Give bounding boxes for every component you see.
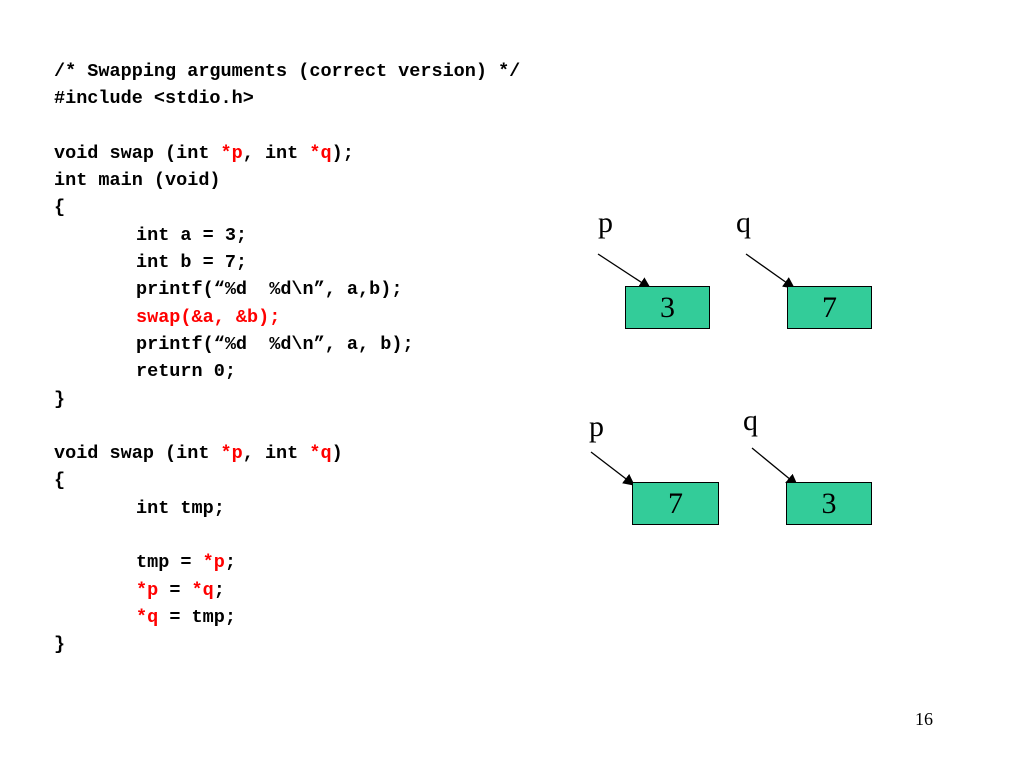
code-line: }	[54, 386, 520, 413]
code-highlight: *q	[136, 606, 159, 628]
code-listing: /* Swapping arguments (correct version) …	[54, 58, 520, 659]
code-text: )	[331, 443, 343, 465]
code-text: return 0;	[136, 361, 236, 383]
code-text: ;	[213, 579, 225, 601]
before-cell-a: 3	[625, 286, 710, 329]
code-line: /* Swapping arguments (correct version) …	[54, 58, 520, 85]
code-line: int b = 7;	[54, 249, 520, 276]
before-cell-b: 7	[787, 286, 872, 329]
code-highlight: *p	[202, 552, 225, 574]
code-text: /* Swapping arguments (correct version) …	[54, 61, 521, 82]
code-line: }	[54, 631, 520, 658]
code-text: tmp =	[136, 552, 203, 574]
code-text: , int	[242, 142, 310, 164]
code-line: tmp = *p;	[54, 549, 520, 576]
before-p-arrow	[597, 253, 651, 289]
code-line: *p = *q;	[54, 577, 520, 604]
after-q-label: q	[743, 404, 758, 437]
code-line: int main (void)	[54, 167, 520, 194]
before-q-arrow	[745, 253, 795, 289]
code-text: , int	[242, 443, 310, 465]
code-text: = tmp;	[158, 606, 236, 628]
code-line: printf(“%d %d\n”, a,b);	[54, 276, 520, 303]
code-text: =	[158, 579, 192, 601]
code-highlight: *p	[136, 579, 159, 601]
code-highlight: *p	[220, 443, 243, 465]
code-line: void swap (int *p, int *q);	[54, 140, 520, 167]
code-text: printf(“%d %d\n”, a, b);	[136, 333, 414, 355]
code-text: int tmp;	[136, 497, 225, 519]
before-q-label: q	[736, 206, 751, 239]
after-p-arrow	[590, 451, 635, 486]
code-highlight: swap(&a, &b);	[136, 306, 281, 328]
code-text: void swap (int	[54, 142, 221, 164]
code-line: return 0;	[54, 358, 520, 385]
page-number: 16	[915, 709, 933, 729]
after-q-arrow	[751, 447, 798, 486]
code-text: {	[54, 470, 66, 492]
code-text: void swap (int	[54, 443, 221, 465]
code-text: #include <stdio.h>	[54, 88, 254, 110]
code-text: int a = 3;	[136, 224, 248, 246]
code-line: {	[54, 194, 520, 221]
code-text: int b = 7;	[136, 252, 248, 274]
code-highlight: *p	[220, 142, 243, 164]
code-line: void swap (int *p, int *q)	[54, 440, 520, 467]
after-cell-a: 7	[632, 482, 719, 525]
code-highlight: *q	[309, 443, 332, 465]
code-text: );	[331, 142, 354, 164]
code-line: {	[54, 467, 520, 494]
code-line: int a = 3;	[54, 222, 520, 249]
code-text: printf(“%d %d\n”, a,b);	[136, 279, 403, 301]
after-p-label: p	[589, 410, 604, 443]
code-highlight: *q	[191, 579, 214, 601]
before-p-label: p	[598, 206, 613, 239]
code-line: int tmp;	[54, 495, 520, 522]
after-cell-b: 3	[786, 482, 872, 525]
code-line: swap(&a, &b);	[54, 304, 520, 331]
code-text: }	[54, 388, 66, 410]
code-text: {	[54, 197, 66, 219]
code-line: #include <stdio.h>	[54, 85, 520, 112]
code-text: int main (void)	[54, 170, 221, 192]
code-text: }	[54, 634, 66, 656]
code-line: *q = tmp;	[54, 604, 520, 631]
code-text: ;	[224, 552, 236, 574]
code-line: printf(“%d %d\n”, a, b);	[54, 331, 520, 358]
code-highlight: *q	[309, 142, 332, 164]
